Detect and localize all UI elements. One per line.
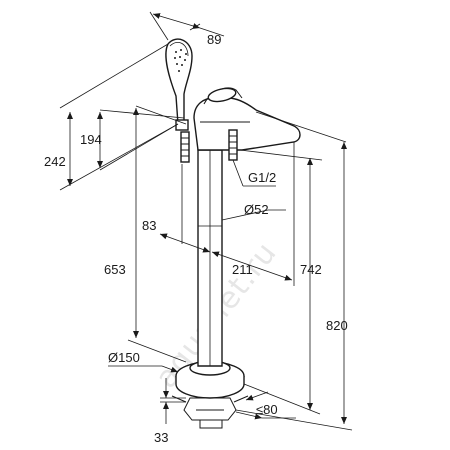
hand-shower	[165, 38, 193, 131]
spout-body	[193, 97, 301, 151]
dimension-lines	[59, 11, 353, 431]
dim-242: 242	[44, 154, 66, 169]
faucet	[165, 38, 301, 429]
dim-742: 742	[300, 262, 322, 277]
dim-d150: Ø150	[108, 350, 140, 365]
dim-820: 820	[326, 318, 348, 333]
hose-connector-right	[228, 129, 238, 161]
floor-fitting	[183, 397, 237, 421]
dim-d52: Ø52	[244, 202, 269, 217]
dim-80: ≤80	[256, 402, 278, 417]
dim-83: 83	[142, 218, 156, 233]
dim-89: 89	[207, 32, 221, 47]
lever-handle	[207, 87, 237, 103]
dim-g12: G1/2	[248, 170, 276, 185]
dim-33: 33	[154, 430, 168, 445]
dim-211: 211	[232, 262, 253, 277]
hose-connector-left	[180, 131, 190, 163]
dim-653: 653	[104, 262, 126, 277]
dim-194: 194	[80, 132, 102, 147]
